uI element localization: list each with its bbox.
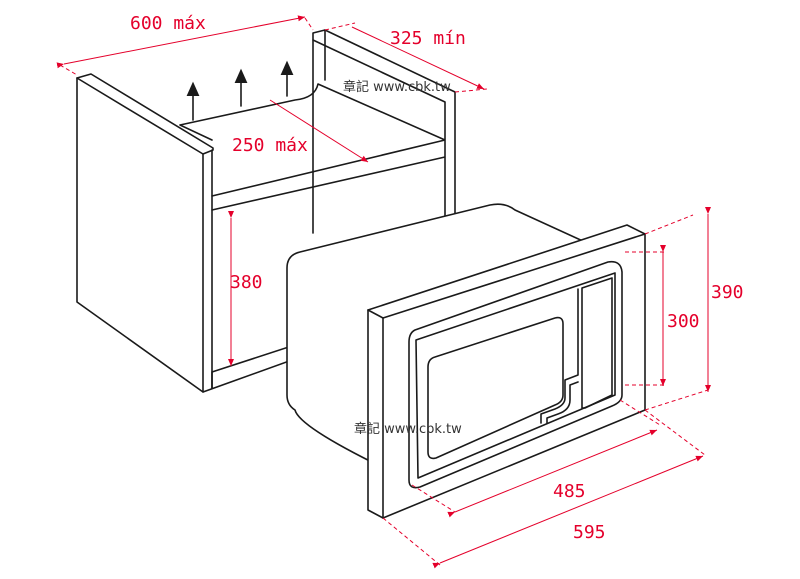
microwave-window [427, 316, 564, 460]
label-niche-height: 380 [230, 272, 263, 293]
dimension-lines [56, 15, 711, 569]
dimension-250 [269, 99, 369, 163]
label-frame-height: 390 [711, 282, 744, 303]
label-front-height: 300 [667, 311, 700, 332]
label-shelf-depth: 250 máx [232, 135, 308, 156]
dimension-325 [351, 26, 485, 90]
microwave [286, 203, 646, 519]
watermark: 章記 www.cbk.tw [354, 422, 462, 437]
watermark: 章記 www.cbk.tw [343, 80, 451, 95]
control-panel [581, 277, 613, 409]
dimension-600 [56, 15, 306, 69]
cabinet-shelf [179, 83, 446, 211]
label-depth-min: 325 mín [390, 28, 466, 49]
dimension-595 [432, 455, 704, 569]
label-width-max: 600 máx [130, 13, 206, 34]
label-front-width: 485 [553, 481, 586, 502]
cabinet-left-panel [76, 73, 214, 393]
label-frame-width: 595 [573, 522, 606, 543]
